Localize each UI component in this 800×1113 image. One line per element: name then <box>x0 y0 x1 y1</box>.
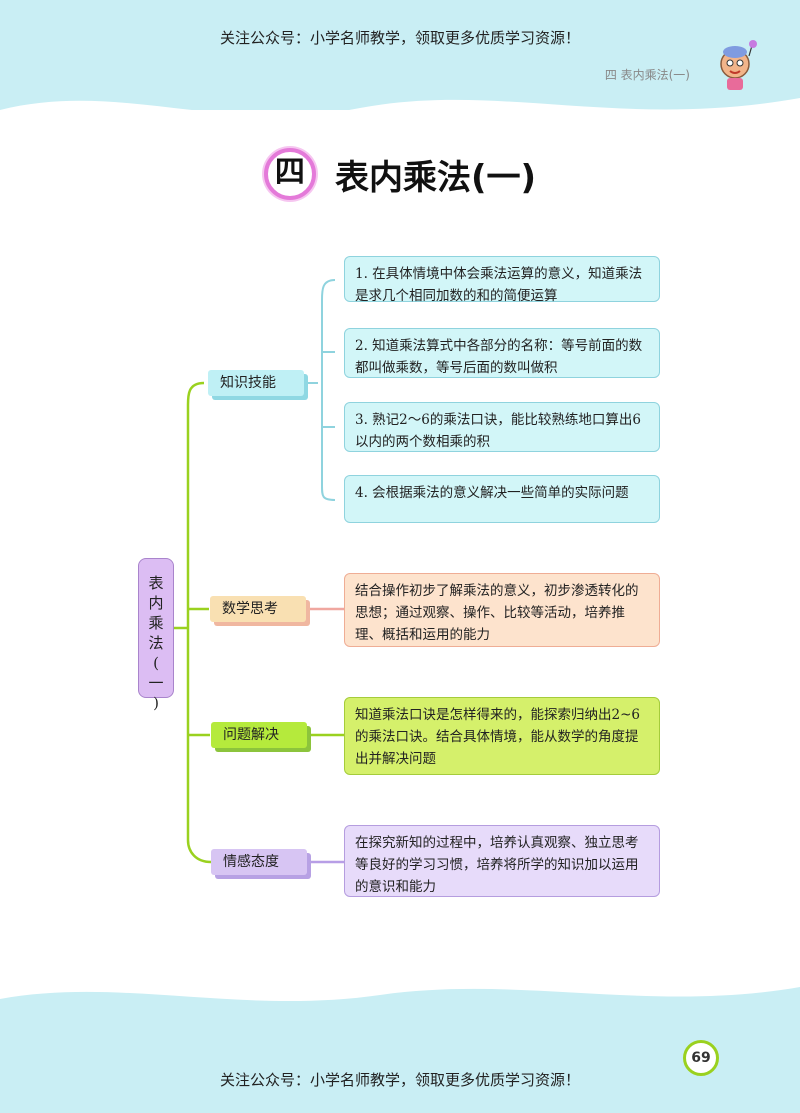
root-char: ) <box>153 694 159 712</box>
problem-solving-text: 知道乘法口诀是怎样得来的，能探索归纳出2~6的乘法口诀。结合具体情境，能从数学的… <box>344 697 660 775</box>
knowledge-item-2: 2. 知道乘法算式中各部分的名称：等号前面的数都叫做乘数，等号后面的数叫做积 <box>344 328 660 378</box>
knowledge-item-1: 1. 在具体情境中体会乘法运算的意义，知道乘法是求几个相同加数的和的简便运算 <box>344 256 660 304</box>
header-notice: 关注公众号：小学名师教学，领取更多优质学习资源！ <box>219 29 580 47</box>
math-thinking-text: 结合操作初步了解乘法的意义，初步渗透转化的思想；通过观察、操作、比较等活动，培养… <box>344 573 660 647</box>
root-char: 表 <box>148 574 164 592</box>
knowledge-item-4: 4. 会根据乘法的意义解决一些简单的实际问题 <box>344 475 660 523</box>
knowledge-item-3: 3. 熟记2～6的乘法口诀，能比较熟练地口算出6以内的两个数相乘的积 <box>344 402 660 452</box>
category-math-thinking: 数学思考 <box>210 596 306 622</box>
category-knowledge-skills: 知识技能 <box>208 370 304 396</box>
chapter-title: 四 表内乘法(一) <box>0 148 800 200</box>
footer-wave <box>0 965 800 1002</box>
header-wave <box>0 98 800 140</box>
attitude-text: 在探究新知的过程中，培养认真观察、独立思考等良好的学习习惯，培养将所学的知识加以… <box>344 825 660 897</box>
root-char: 乘 <box>148 614 164 632</box>
footer-band <box>0 985 800 1113</box>
root-char: 内 <box>148 594 164 612</box>
category-problem-solving: 问题解决 <box>211 722 307 748</box>
footer-notice: 关注公众号：小学名师教学，领取更多优质学习资源！ <box>219 1071 580 1089</box>
chapter-number-badge: 四 <box>263 148 316 200</box>
root-char: 法 <box>148 634 164 652</box>
cartoon-mascot-icon <box>720 40 757 90</box>
page-number: 69 <box>683 1040 719 1076</box>
running-head: 四 表内乘法(一) <box>604 68 690 82</box>
mindmap-root: 表 内 乘 法 ( 一 ) <box>138 558 174 712</box>
header-band <box>0 0 800 110</box>
chapter-title-text: 表内乘法(一) <box>335 157 537 198</box>
root-char: 一 <box>148 674 164 692</box>
root-char: ( <box>153 654 159 672</box>
category-attitude: 情感态度 <box>211 849 307 875</box>
